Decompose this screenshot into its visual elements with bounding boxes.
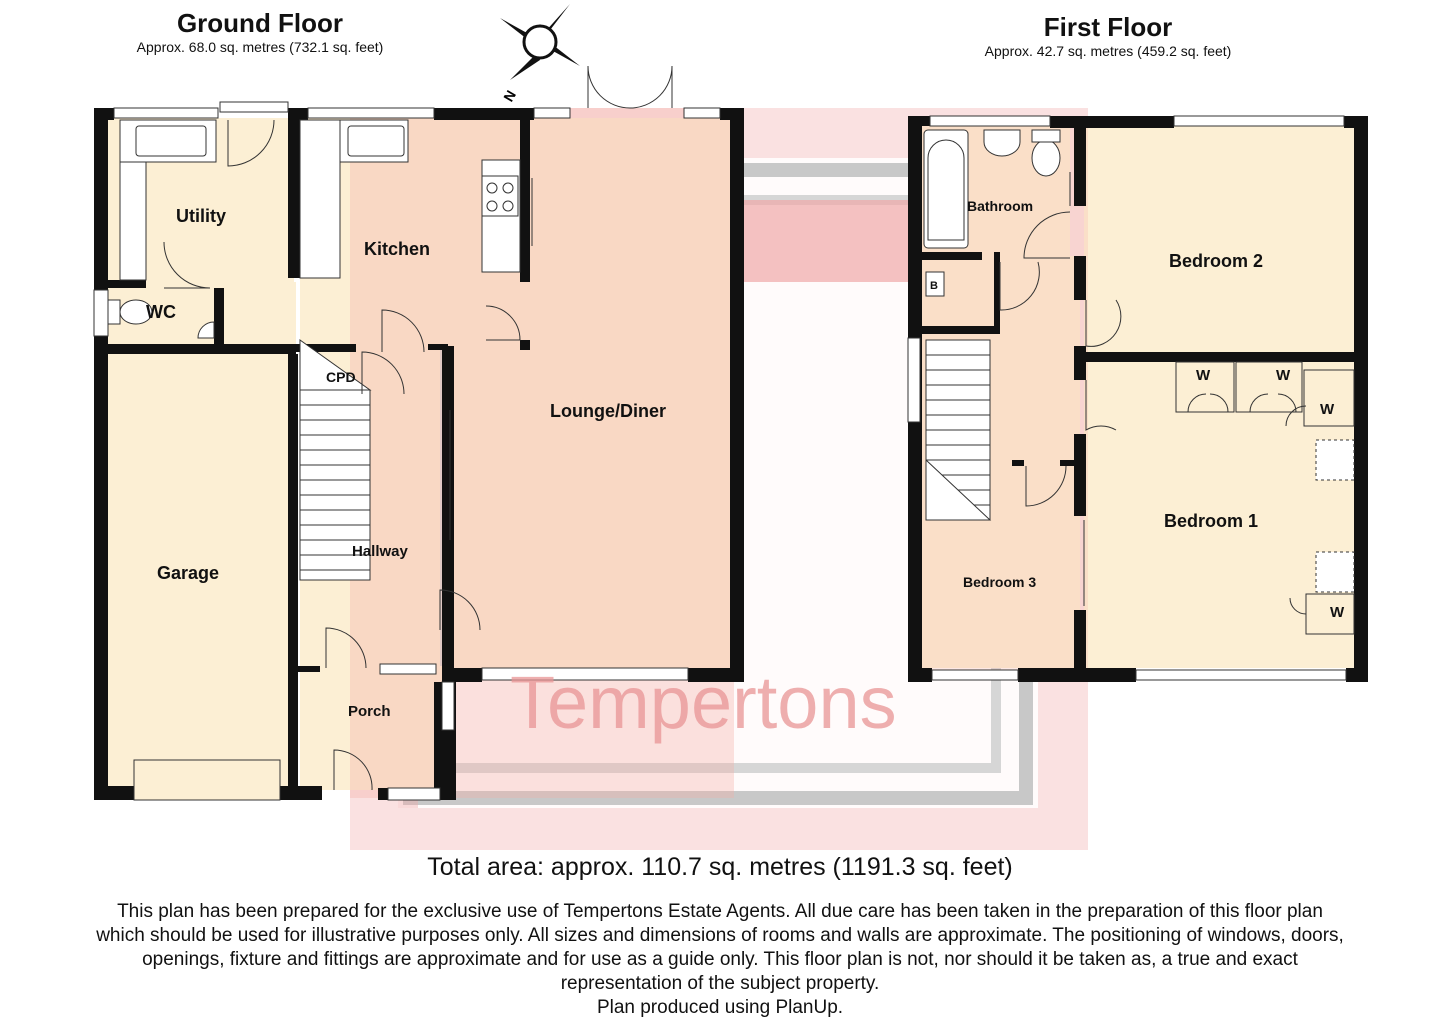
window	[683, 107, 721, 119]
label-bathroom: Bathroom	[967, 198, 1033, 214]
window	[931, 669, 1019, 681]
first-floor-fixtures	[907, 115, 1355, 681]
doors	[163, 65, 673, 791]
garage-door	[133, 759, 281, 801]
window	[481, 667, 689, 681]
boiler-cupboard	[925, 271, 945, 297]
worktop	[299, 119, 341, 279]
first-floor-labels: Bathroom Bedroom 2 B W W W Bedroom 1 Bed…	[930, 198, 1345, 621]
ground-floor-fixtures	[93, 65, 721, 801]
watermark-text: Tempertons	[510, 661, 897, 744]
room-bedroom-2	[1084, 126, 1356, 354]
watermark-tint-ground	[350, 108, 734, 798]
window	[113, 107, 219, 119]
label-porch: Porch	[348, 703, 391, 720]
label-wardrobe-1: W	[1196, 367, 1211, 384]
ground-floor-labels: Utility Kitchen WC CPD Lounge/Diner Hall…	[146, 206, 666, 720]
label-wc: WC	[146, 302, 176, 322]
ground-floor-area: Approx. 68.0 sq. metres (732.1 sq. feet)	[136, 39, 384, 55]
doors	[999, 172, 1307, 615]
window	[387, 787, 441, 801]
room-lounge-diner	[526, 118, 734, 670]
wardrobe	[1305, 593, 1355, 635]
wardrobe	[1303, 369, 1355, 427]
floor-plan-drawing: N Tempertons Utility Kitchen WC CPD Loun…	[93, 4, 1368, 850]
window	[1173, 115, 1345, 127]
window	[929, 115, 1051, 127]
window	[307, 107, 435, 119]
first-floor-area: Approx. 42.7 sq. metres (459.2 sq. feet)	[984, 43, 1232, 59]
compass-icon	[500, 4, 580, 80]
label-bedroom-3: Bedroom 3	[963, 574, 1036, 590]
label-bedroom-1: Bedroom 1	[1164, 511, 1258, 531]
window	[533, 107, 571, 119]
ground-floor-title: Ground Floor	[176, 8, 344, 38]
stairs	[925, 339, 992, 521]
first-floor-heading: First Floor Approx. 42.7 sq. metres (459…	[958, 12, 1258, 60]
sink	[347, 125, 405, 157]
label-kitchen: Kitchen	[364, 239, 430, 259]
room-garage	[108, 354, 294, 790]
toilet	[1031, 139, 1061, 177]
label-wardrobe-4: W	[1330, 604, 1345, 621]
wardrobe	[1175, 361, 1235, 413]
label-hallway: Hallway	[352, 543, 409, 560]
label-boiler: B	[930, 280, 938, 292]
stairs	[299, 339, 372, 581]
wardrobe	[1235, 361, 1303, 413]
window	[907, 337, 921, 423]
basin	[197, 321, 215, 339]
label-utility: Utility	[176, 206, 226, 226]
window	[93, 289, 109, 337]
bath	[923, 129, 969, 249]
compass-north-label: N	[500, 87, 519, 104]
room-porch	[300, 666, 450, 790]
label-cpd: CPD	[326, 369, 356, 385]
label-garage: Garage	[157, 563, 219, 583]
label-wardrobe-2: W	[1276, 367, 1291, 384]
window	[441, 681, 455, 731]
ground-floor-heading: Ground Floor Approx. 68.0 sq. metres (73…	[110, 8, 410, 56]
ground-floor-walls	[94, 108, 744, 800]
disclaimer-text: This plan has been prepared for the excl…	[96, 901, 1344, 1018]
hob	[481, 175, 519, 217]
label-lounge-diner: Lounge/Diner	[550, 401, 666, 421]
room-utility-lower	[220, 282, 296, 346]
total-area: Total area: approx. 110.7 sq. metres (11…	[427, 853, 1013, 881]
window	[1135, 669, 1347, 681]
room-lounge-lower	[446, 346, 536, 670]
first-floor-title: First Floor	[1043, 12, 1173, 42]
sink	[135, 125, 207, 157]
window	[219, 101, 289, 113]
first-floor-rooms	[920, 126, 1356, 668]
label-bedroom-2: Bedroom 2	[1169, 251, 1263, 271]
basin	[983, 129, 1021, 157]
window	[379, 663, 437, 675]
label-wardrobe-3: W	[1320, 401, 1335, 418]
